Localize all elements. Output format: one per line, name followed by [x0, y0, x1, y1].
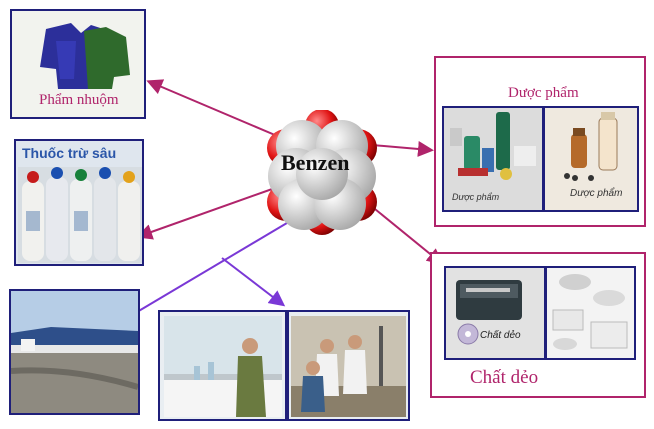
- center-label: Benzen: [281, 150, 349, 176]
- arrow-to-pesticide: [140, 188, 275, 236]
- plastic-image-right: [547, 268, 634, 358]
- arrow-to-pharma: [372, 145, 430, 150]
- pesticide-label: Thuốc trừ sâu: [22, 145, 116, 161]
- factory-image: [11, 291, 138, 413]
- plastic-image-left: [446, 268, 544, 358]
- pharma-caption-left: Dược phẩm: [452, 192, 499, 202]
- pharma-caption-right: Dược phẩm: [570, 188, 622, 199]
- dyed-clothes-image: [26, 19, 136, 91]
- lab-image-right: [291, 316, 406, 417]
- pesticide-bottles-image: [18, 167, 142, 263]
- plastic-caption: Chất dẻo: [480, 330, 521, 341]
- lab-image-left: [164, 316, 282, 417]
- lab-divider: [285, 312, 289, 419]
- dye-box: Phẩm nhuộm: [10, 9, 146, 119]
- arrow-to-dye: [150, 82, 282, 138]
- plastic-photo-frame: Chất dẻo: [444, 266, 636, 360]
- pesticide-box: Thuốc trừ sâu: [14, 139, 144, 266]
- plastic-box: Chất dẻo Chất dẻo: [430, 252, 646, 398]
- plastic-title: Chất dẻo: [470, 367, 538, 389]
- pharma-box: Dược phẩm Dược phẩm Dược phẩm: [434, 56, 646, 227]
- lab-box: [158, 310, 410, 421]
- arrow-to-lab: [222, 258, 282, 304]
- factory-box: [9, 289, 140, 415]
- pharma-title: Dược phẩm: [508, 85, 579, 102]
- pharma-photo-frame: Dược phẩm Dược phẩm: [442, 106, 639, 212]
- dye-label: Phẩm nhuộm: [39, 92, 119, 109]
